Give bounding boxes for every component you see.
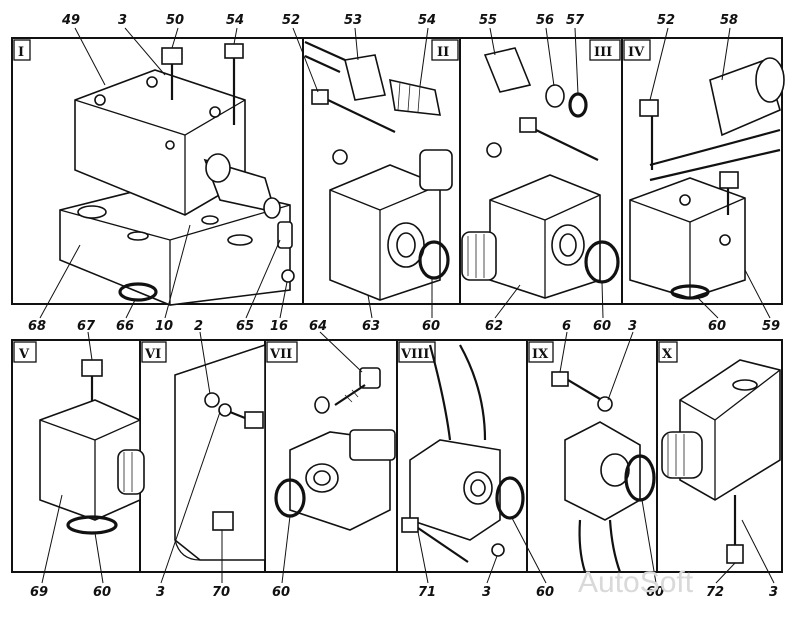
callout-62: 62 — [485, 319, 503, 334]
panel-roman-v: V — [18, 347, 30, 362]
panel-tag-i: I — [13, 39, 31, 61]
callout-6: 6 — [562, 319, 571, 334]
callout-60-e: 60 — [272, 585, 290, 600]
callout-58: 58 — [720, 13, 738, 28]
panel-roman-iv: IV — [628, 45, 645, 60]
panel-roman-x: X — [662, 347, 673, 362]
callout-71: 71 — [418, 585, 436, 600]
panel-tag-v: V — [13, 341, 37, 363]
panel-ix-drawing — [551, 371, 656, 573]
callout-52: 52 — [282, 13, 300, 28]
callout-54: 54 — [226, 13, 244, 28]
callout-70: 70 — [212, 585, 230, 600]
panel-vi-drawing — [174, 343, 266, 561]
callout-16: 16 — [270, 319, 288, 334]
panel-viii-drawing — [401, 344, 525, 563]
panel-x-drawing — [661, 359, 781, 564]
panel-roman-vi: VI — [144, 347, 161, 362]
callout-60-c: 60 — [708, 319, 726, 334]
leader-lines — [39, 27, 775, 584]
callout-3-e: 3 — [769, 585, 778, 600]
panel-tag-x: X — [658, 341, 678, 363]
callout-69: 69 — [30, 585, 48, 600]
callout-59: 59 — [762, 319, 780, 334]
panel-tag-iv: IV — [623, 39, 651, 61]
callout-54-b: 54 — [418, 13, 436, 28]
callout-50: 50 — [166, 13, 184, 28]
callout-64: 64 — [309, 319, 327, 334]
callout-57: 57 — [566, 13, 585, 28]
callout-10: 10 — [155, 319, 173, 334]
callout-66: 66 — [116, 319, 134, 334]
callout-2: 2 — [194, 319, 203, 334]
callout-3-b: 3 — [628, 319, 637, 334]
panel-tag-iii: III — [589, 39, 621, 61]
callout-labels: 49 3 50 54 52 53 54 55 56 57 52 58 68 66… — [28, 13, 780, 600]
panel-v-drawing — [39, 359, 145, 535]
panel-tag-vi: VI — [141, 341, 167, 363]
panel-tag-viii: VIII — [398, 341, 436, 363]
panel-roman-viii: VIII — [400, 347, 429, 362]
callout-63: 63 — [362, 319, 380, 334]
callout-68: 68 — [28, 319, 46, 334]
callout-52-b: 52 — [657, 13, 675, 28]
callout-72: 72 — [706, 585, 724, 600]
callout-60-d: 60 — [93, 585, 111, 600]
callout-60-f: 60 — [536, 585, 554, 600]
panel-tag-ix: IX — [528, 341, 554, 363]
panel-roman-iii: III — [594, 45, 612, 60]
callout-3: 3 — [118, 13, 127, 28]
panel-roman-ix: IX — [532, 347, 549, 362]
callout-60: 60 — [422, 319, 440, 334]
panel-roman-vii: VII — [269, 347, 292, 362]
panel-tag-vii: VII — [266, 341, 298, 363]
panel-roman-i: I — [18, 45, 24, 60]
panel-i-drawing — [59, 43, 295, 306]
panel-roman-ii: II — [437, 45, 449, 60]
callout-56: 56 — [536, 13, 554, 28]
callout-67: 67 — [77, 319, 96, 334]
panel-tag-ii: II — [431, 39, 459, 61]
callout-3-d: 3 — [482, 585, 491, 600]
callout-55: 55 — [479, 13, 497, 28]
panel-ii-drawing — [304, 40, 453, 301]
panel-vii-drawing — [274, 367, 396, 531]
panel-iii-drawing — [461, 47, 620, 299]
callout-65: 65 — [236, 319, 254, 334]
callout-60-b: 60 — [593, 319, 611, 334]
callout-49: 49 — [61, 13, 80, 28]
callout-60-g: 60 — [646, 585, 664, 600]
watermark: AutoSoft — [578, 566, 694, 599]
callout-53: 53 — [344, 13, 362, 28]
panel-frames — [11, 37, 783, 573]
callout-3-c: 3 — [156, 585, 165, 600]
panel-iv-drawing — [629, 57, 785, 300]
